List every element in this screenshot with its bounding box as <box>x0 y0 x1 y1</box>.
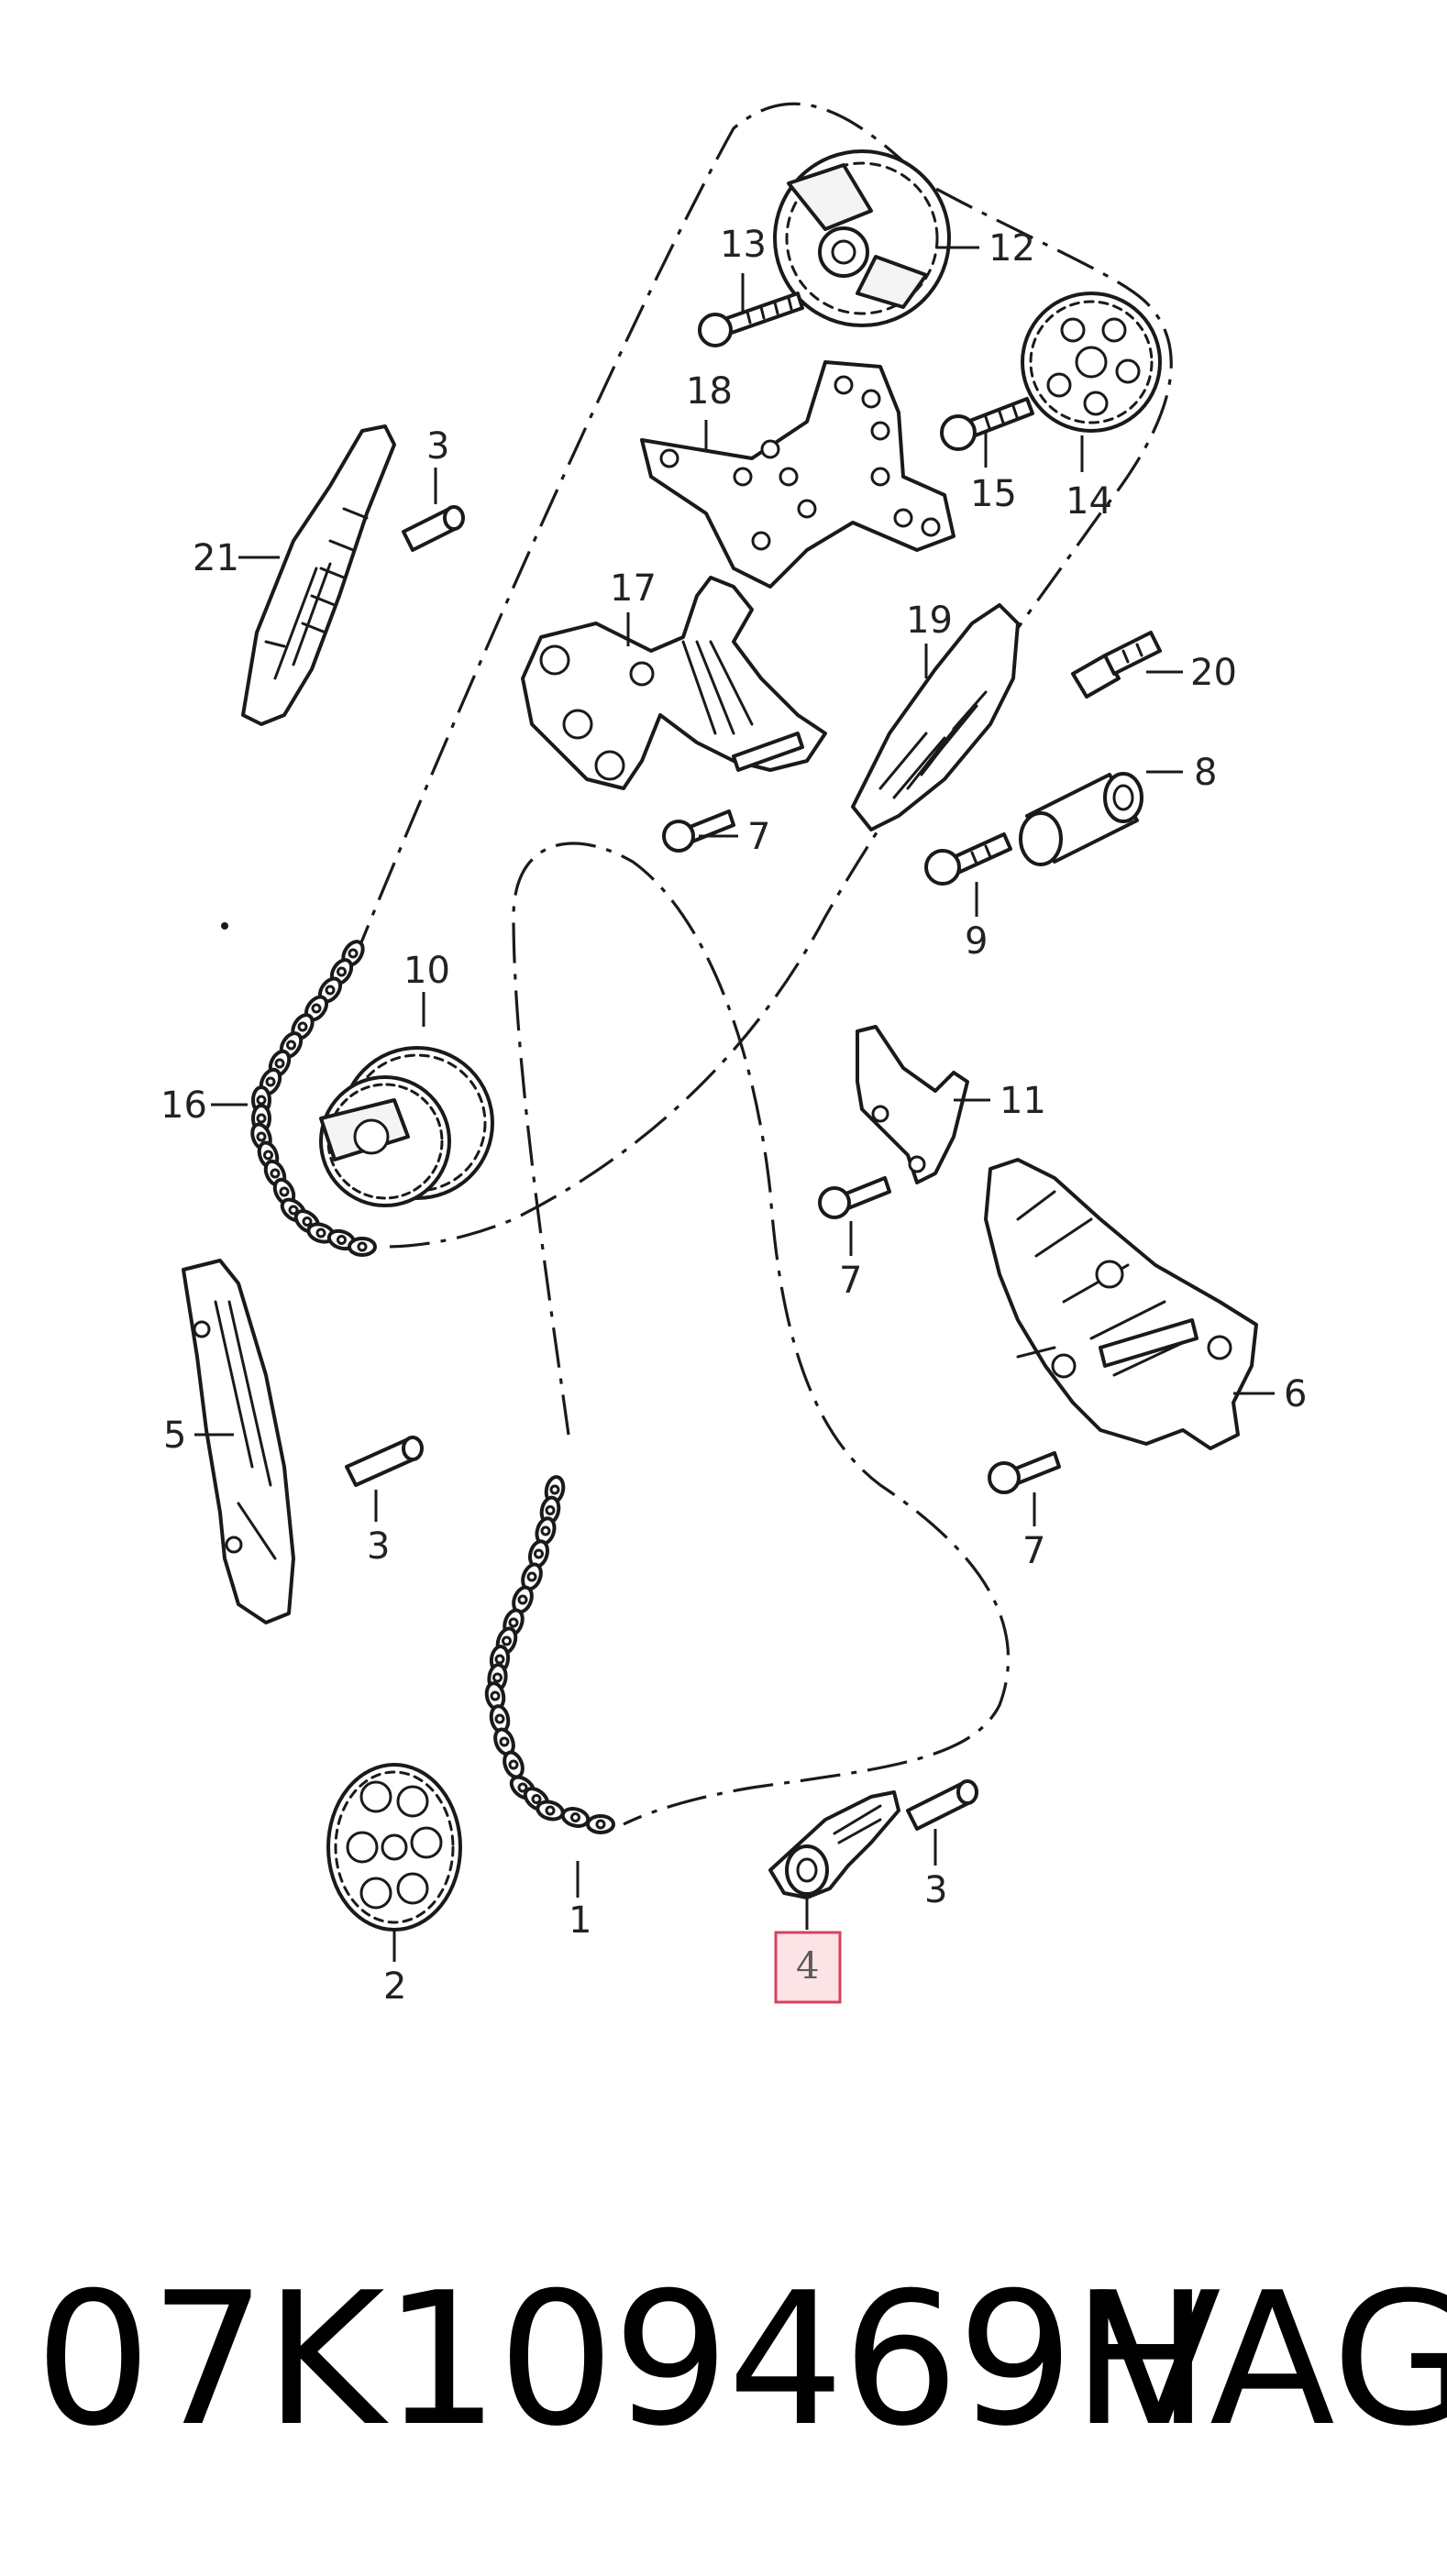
leader-lines <box>194 246 1275 1962</box>
timing-chain-1 <box>484 1475 615 1834</box>
callout-7-c: 7 <box>1022 1530 1045 1572</box>
callout-15: 15 <box>970 473 1017 515</box>
chain-tensioner-8 <box>1019 772 1143 866</box>
tensioner-bracket-17 <box>521 576 827 790</box>
timing-chain-16 <box>250 940 377 1257</box>
chain-pin <box>270 1168 281 1179</box>
chain-pin <box>256 1131 267 1142</box>
lower-chain-path <box>512 842 1011 1826</box>
chain-pin <box>315 1227 326 1238</box>
chain-pin <box>534 1548 544 1559</box>
chain-pin <box>531 1794 542 1804</box>
bolt-15 <box>940 397 1034 451</box>
chain-pin <box>325 985 336 996</box>
bolt-9 <box>924 832 1012 886</box>
callout-18: 18 <box>686 370 733 413</box>
callout-3-middle: 3 <box>367 1525 390 1568</box>
chain-pin <box>302 1216 313 1227</box>
chain-pin <box>279 1186 290 1197</box>
camshaft-sprocket-14 <box>1021 292 1162 433</box>
chain-pin <box>256 1113 267 1124</box>
callout-3-bottom: 3 <box>924 1869 947 1911</box>
callout-6: 6 <box>1284 1373 1307 1415</box>
chain-pin <box>494 1654 505 1665</box>
chain-pin <box>256 1095 267 1106</box>
callout-12: 12 <box>989 227 1035 270</box>
bolt-13 <box>698 292 804 347</box>
callout-10: 10 <box>403 950 450 992</box>
callout-7-a: 7 <box>747 816 770 858</box>
bolt-7-c <box>988 1451 1061 1494</box>
callout-19: 19 <box>906 600 953 642</box>
chain-pin <box>265 1076 276 1087</box>
chain-pin <box>297 1021 308 1032</box>
bolt-7-b <box>818 1176 891 1219</box>
chain-pin <box>517 1594 528 1605</box>
upper-chain-path <box>351 102 1173 1249</box>
guide-rail-21 <box>241 424 396 726</box>
chain-pin <box>492 1672 503 1683</box>
bolt-7-a <box>662 809 735 853</box>
callout-20: 20 <box>1190 652 1237 694</box>
chain-pin <box>357 1241 368 1252</box>
callout-9: 9 <box>965 920 988 963</box>
callout-17: 17 <box>610 567 657 610</box>
chain-pin <box>499 1736 510 1747</box>
chain-pin <box>286 1040 296 1051</box>
callout-8: 8 <box>1194 752 1217 794</box>
callout-13: 13 <box>720 224 767 266</box>
callout-1: 1 <box>569 1899 591 1942</box>
chain-pin <box>288 1205 299 1216</box>
callout-4: 4 <box>796 1945 819 1987</box>
chain-pin <box>337 1235 347 1245</box>
bracket-11 <box>856 1025 969 1184</box>
chain-pin <box>549 1484 560 1495</box>
chain-pin <box>311 1003 322 1014</box>
callout-14: 14 <box>1066 480 1112 523</box>
chain-pin <box>490 1690 501 1701</box>
chain-tensioner-4 <box>768 1790 900 1899</box>
guide-rail-5 <box>182 1259 295 1624</box>
part-number: 07K109469H <box>35 2253 1210 2467</box>
gasket-18 <box>640 360 955 589</box>
tensioner-rail-19 <box>851 603 1020 831</box>
callout-11: 11 <box>1000 1080 1046 1122</box>
callout-5: 5 <box>163 1415 186 1457</box>
chain-pin <box>517 1782 528 1793</box>
chain-pin <box>508 1759 519 1770</box>
callout-7-b: 7 <box>839 1260 862 1302</box>
chain-pin <box>545 1505 556 1515</box>
chain-pin <box>545 1805 556 1816</box>
crankshaft-sprocket-2 <box>326 1763 462 1932</box>
callout-21: 21 <box>193 537 239 579</box>
chain-pin <box>526 1571 537 1582</box>
chain-pin <box>263 1150 273 1161</box>
highlight-box <box>774 1931 842 2004</box>
chain-pin <box>570 1812 580 1822</box>
tensioner-housing-6 <box>984 1158 1258 1450</box>
chain-pin <box>348 948 359 959</box>
chain-pin <box>595 1819 606 1830</box>
camshaft-adjuster-12 <box>773 149 951 327</box>
chain-pin <box>508 1617 519 1628</box>
intermediate-sprocket-10 <box>319 1046 494 1207</box>
chain-pin <box>502 1635 512 1646</box>
pin-3-top <box>402 505 465 552</box>
callout-2: 2 <box>383 1965 406 2008</box>
pin-3-bottom <box>906 1779 978 1831</box>
chain-pin <box>274 1058 285 1069</box>
pin-3-middle <box>345 1436 424 1487</box>
bolt-20 <box>1071 631 1162 699</box>
scan-dot <box>221 922 228 930</box>
brand-name: VAG <box>1096 2253 1447 2467</box>
chain-pin <box>494 1713 505 1724</box>
chain-pin <box>337 966 347 977</box>
chain-pin <box>540 1525 551 1536</box>
callout-3-top: 3 <box>426 425 449 468</box>
callout-16: 16 <box>160 1084 207 1127</box>
caption: 07K109469H VAG <box>0 2255 1447 2466</box>
